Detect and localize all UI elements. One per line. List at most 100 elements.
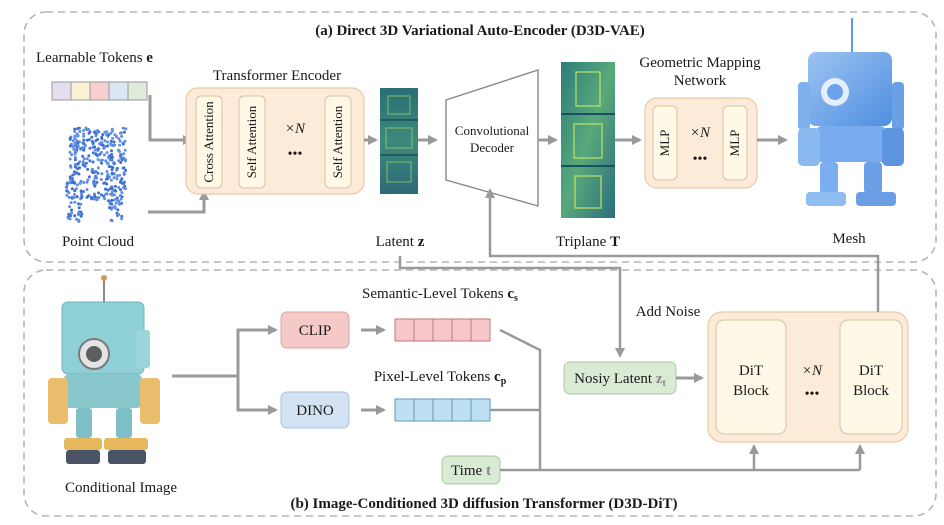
point — [123, 130, 126, 134]
self-attention-label-1: Self Attention — [244, 105, 259, 178]
point — [78, 130, 82, 133]
point — [100, 172, 104, 176]
point — [72, 193, 76, 196]
point — [124, 159, 127, 163]
point — [105, 170, 109, 173]
point — [104, 192, 108, 196]
point — [112, 162, 116, 166]
point — [69, 165, 73, 169]
point — [98, 152, 102, 156]
point — [76, 167, 79, 171]
point — [87, 131, 91, 135]
point — [104, 159, 108, 163]
point — [99, 178, 103, 181]
latent-to-noisy-latent-arrow — [398, 256, 625, 358]
point — [108, 206, 112, 210]
point — [67, 195, 71, 199]
point — [117, 199, 121, 203]
point — [95, 197, 99, 201]
dit-block-2-line1: DiT — [859, 363, 883, 379]
point — [118, 173, 122, 177]
point — [79, 214, 83, 218]
point — [101, 133, 105, 137]
point — [65, 184, 69, 187]
point — [110, 171, 114, 175]
token-cell — [413, 318, 434, 342]
point — [82, 132, 86, 136]
point — [68, 205, 72, 209]
point — [82, 134, 86, 138]
point — [115, 166, 119, 170]
token-cell — [127, 81, 148, 101]
point — [91, 160, 95, 164]
point — [122, 166, 126, 170]
point — [116, 208, 120, 212]
dit-block-1 — [715, 319, 787, 435]
semantic-tokens-to-bus-line — [499, 328, 542, 470]
point — [102, 153, 106, 157]
triplane-label: Triplane T — [556, 234, 620, 250]
point — [120, 134, 124, 138]
point — [102, 194, 106, 198]
token-cell — [89, 81, 110, 101]
dino-encoder-box — [280, 391, 350, 429]
point — [72, 170, 76, 174]
self-attention-block-1 — [238, 95, 266, 189]
dit-dots: ••• — [805, 387, 820, 402]
token-cell — [70, 81, 91, 101]
clip-encoder-box — [280, 311, 350, 349]
decoder-label-line1: Convolutional — [455, 123, 530, 138]
gmn-title-line1: Geometric Mapping — [639, 55, 761, 71]
point — [93, 176, 97, 180]
point-cloud-image — [65, 126, 128, 223]
point — [97, 191, 101, 195]
point — [87, 175, 91, 179]
point — [115, 174, 119, 178]
point — [103, 197, 107, 201]
point — [118, 202, 122, 206]
point — [75, 183, 79, 187]
point — [124, 168, 128, 172]
dit-block-2-line2: Block — [853, 383, 889, 399]
encoder-title: Transformer Encoder — [213, 68, 341, 84]
point — [122, 152, 126, 156]
mesh-robot-image — [798, 18, 904, 206]
point — [94, 153, 98, 157]
point — [103, 130, 107, 134]
point — [91, 145, 95, 149]
point — [120, 217, 124, 221]
point — [113, 205, 117, 208]
point — [91, 151, 95, 155]
point — [120, 131, 123, 135]
point — [73, 200, 77, 204]
point — [94, 134, 98, 138]
section-a-title: (a) Direct 3D Variational Auto-Encoder (… — [315, 23, 645, 39]
point — [123, 139, 127, 143]
point — [105, 151, 109, 155]
point — [87, 154, 91, 158]
point — [77, 206, 81, 210]
point — [84, 126, 88, 130]
dit-block-1-line1: DiT — [739, 363, 763, 379]
point — [82, 157, 86, 161]
learnable-tokens-row — [51, 81, 148, 101]
point — [72, 147, 76, 151]
encoder-dots: ••• — [288, 147, 303, 162]
point — [114, 201, 118, 205]
point — [96, 166, 100, 170]
point — [97, 147, 101, 151]
point — [119, 161, 123, 164]
dit-repeat-label: ×N — [802, 363, 823, 379]
point — [110, 152, 114, 156]
point — [117, 186, 121, 189]
point — [111, 144, 115, 147]
point — [76, 144, 80, 148]
point — [68, 217, 72, 221]
point — [100, 158, 104, 162]
point — [100, 141, 104, 145]
point — [94, 139, 98, 143]
point — [85, 180, 89, 184]
point — [86, 194, 90, 198]
point — [73, 137, 77, 140]
